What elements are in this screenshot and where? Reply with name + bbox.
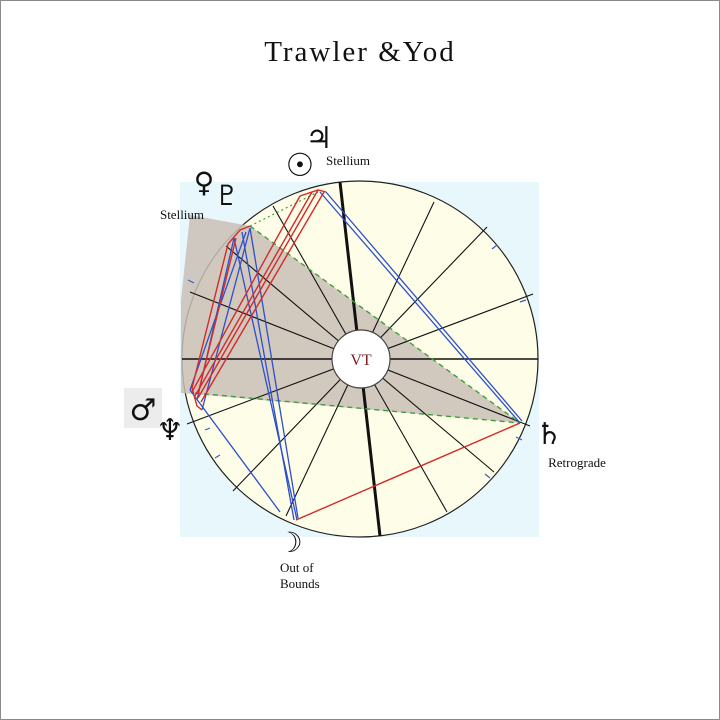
- rim-ticks: [187, 244, 527, 479]
- rim-tick: [491, 244, 498, 250]
- yod-line-d: [200, 191, 325, 403]
- yod-stellium-cluster: [227, 225, 251, 245]
- saturn-status-label: Retrograde: [548, 455, 606, 470]
- aspect-line-jupiter-saturn: [325, 191, 523, 422]
- diagram-title: Trawler &Yod: [264, 36, 456, 68]
- yod-line-moon-saturn: [295, 422, 521, 521]
- yod-mars-cluster: [191, 387, 203, 411]
- aspect-line-stellium-moon: [233, 237, 298, 521]
- yod-line-f: [197, 237, 237, 395]
- yod-line-c: [197, 189, 319, 399]
- rim-tick: [187, 279, 195, 284]
- saturn-icon: ♄: [536, 417, 563, 452]
- shaded-wedge: [181, 215, 520, 423]
- neptune-icon: ♆: [157, 413, 184, 448]
- yod-sun-cluster: [299, 189, 327, 197]
- yod-line-e: [191, 243, 229, 389]
- aspect-line-venus-moon: [241, 231, 295, 521]
- quincunx-line-venus-saturn: [249, 225, 521, 424]
- rim-tick: [519, 299, 527, 303]
- rim-tick: [515, 436, 523, 441]
- center-label: VT: [350, 352, 372, 369]
- aspect-line-pluto-neptune: [201, 227, 251, 411]
- quincunx-lines: [194, 225, 521, 424]
- jupiter-icon: ♃: [306, 121, 333, 156]
- sun-icon: ☉: [286, 146, 315, 184]
- moon-status-line1: Out of: [280, 560, 314, 575]
- blue-aspect-lines: [189, 191, 523, 521]
- pluto-icon: ♇: [214, 179, 239, 212]
- mars-icon: ♂: [130, 393, 157, 428]
- moon-icon: ☽: [277, 526, 302, 559]
- yod-line-a: [191, 195, 301, 393]
- mars-highlight: [124, 388, 162, 428]
- moon-status-line2: Bounds: [280, 576, 320, 591]
- yod-lines: [191, 189, 521, 521]
- yod-line-b: [194, 191, 313, 397]
- quincunx-line-mars-saturn: [194, 392, 521, 424]
- center-circle: [331, 329, 391, 389]
- aspect-line-mars-moon: [189, 389, 281, 513]
- sun-stellium-label: Stellium: [326, 153, 370, 168]
- venus-icon: ♀: [194, 166, 215, 199]
- aspect-line-sun-saturn: [319, 191, 521, 424]
- rim-tick: [484, 473, 491, 479]
- aspect-line-pluto-moon: [249, 227, 299, 519]
- rim-tick: [204, 427, 211, 431]
- venus-stellium-label: Stellium: [160, 207, 204, 222]
- rim-tick: [214, 454, 221, 459]
